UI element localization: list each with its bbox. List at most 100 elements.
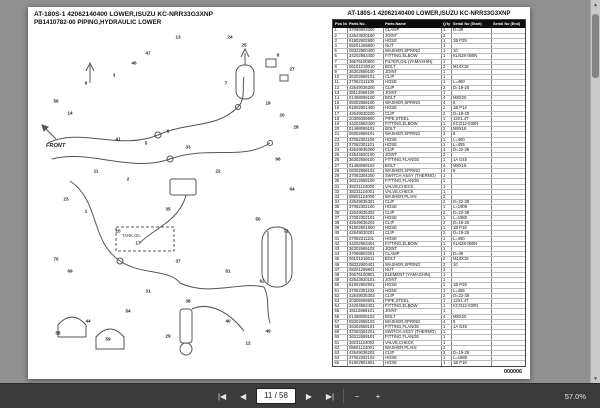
diagram-callout: 24 — [227, 34, 233, 40]
cell-name: VALVE,CHECK — [383, 340, 442, 346]
cell-name: WASHER,SPRING — [383, 100, 442, 107]
cell-part_no: 36312659101 — [347, 334, 384, 341]
cell-qty: 1 — [441, 334, 452, 341]
cell-qty: 2 — [441, 126, 452, 133]
cell-name: CLIP — [383, 111, 442, 117]
cell-serial_end — [491, 69, 525, 76]
cell-serial_end — [491, 79, 525, 86]
cell-part_no: 91902901801 — [347, 360, 384, 366]
cell-serial_end — [491, 111, 525, 117]
cell-remark — [451, 184, 492, 190]
cell-part_no: 91902902901 — [347, 282, 384, 289]
cell-part_no: 08302869100 — [347, 100, 384, 107]
cell-serial_end — [491, 74, 525, 81]
cell-serial_end — [491, 90, 525, 97]
cell-name: WASHER,SPRING — [383, 262, 442, 268]
cell-part_no: 37062311100 — [347, 79, 384, 86]
cell-qty: 1 — [441, 189, 452, 195]
cell-serial_end — [491, 308, 525, 315]
cell-remark: L=1980 — [451, 215, 492, 221]
diagram-panel: AT-180S-1 42062140400 LOWER,ISUZU KC-NRR… — [28, 7, 328, 379]
cell-pos: 36 — [333, 210, 348, 216]
cell-qty: 1 — [441, 308, 452, 315]
cell-remark: 1B P29 — [451, 38, 492, 45]
first-page-button[interactable]: |◀ — [214, 388, 230, 404]
cell-part_no: 34204963401 — [347, 303, 384, 310]
cell-qty: 1 — [441, 105, 452, 112]
cell-name: CLIP — [384, 366, 442, 367]
cell-serial_end — [491, 272, 525, 279]
cell-qty: 2 — [441, 152, 452, 159]
cell-pos: 48 — [333, 272, 348, 279]
page-indicator[interactable]: 11 / 58 — [256, 388, 296, 404]
cell-name: SWITCH ASSY (THERMO) — [383, 173, 442, 180]
diagram-callout: 19 — [265, 100, 271, 106]
cell-remark: 8 — [451, 168, 492, 175]
zoom-level[interactable]: 57.0% — [564, 391, 586, 401]
cell-serial_end — [491, 137, 525, 143]
cell-serial_end — [491, 345, 525, 352]
cell-pos: 50 — [333, 282, 348, 289]
cell-pos: 54 — [333, 303, 348, 310]
diagram-callout: 31 — [145, 288, 151, 294]
assembly-title: PB1410782-00 PIPING,HYDRAULIC LOWER — [34, 19, 162, 26]
scrollbar-thumb[interactable] — [592, 14, 599, 78]
cell-name: BOLT — [383, 95, 442, 102]
cell-remark — [451, 246, 492, 253]
cell-name: JOINT — [383, 246, 442, 253]
diagram-callout: 9 — [84, 80, 88, 86]
cell-pos: 51 — [333, 288, 348, 294]
cell-remark: 1B P14 — [451, 105, 492, 112]
cell-qty: 1 — [441, 303, 452, 310]
cell-qty: 1 — [441, 204, 452, 211]
vertical-scrollbar[interactable]: ▲ ▼ — [590, 0, 600, 384]
cell-pos: 18 — [333, 116, 348, 123]
last-page-button[interactable]: ▶| — [322, 388, 338, 404]
cell-qty: 4 — [441, 163, 452, 169]
zoom-in-icon[interactable]: + — [370, 388, 386, 404]
cell-pos: 38 — [333, 220, 348, 227]
next-page-button[interactable]: ▶ — [301, 388, 317, 404]
scroll-up-icon[interactable]: ▲ — [593, 2, 598, 8]
cell-part_no: 36302669101 — [347, 74, 384, 81]
diagram-callout: 5 — [144, 140, 148, 146]
left-page-titles: AT-180S-1 42062140400 LOWER,ISUZU KC-NRR… — [34, 11, 213, 27]
cell-part_no: 01468069103 — [347, 314, 384, 320]
diagram-callout: 27 — [289, 66, 295, 72]
diagram-callout: 66 — [275, 156, 281, 162]
diagram-callout: 37 — [175, 258, 181, 264]
scroll-down-icon[interactable]: ▼ — [593, 376, 598, 382]
zoom-out-icon[interactable]: − — [349, 388, 365, 404]
cell-serial_end — [491, 340, 525, 346]
previous-page-button[interactable]: ◀ — [235, 388, 251, 404]
diagram-callout: 47 — [145, 50, 151, 56]
cell-remark: D=22-38 — [451, 199, 492, 206]
cell-pos: 45 — [333, 256, 348, 263]
cell-name: FITTING,FLANGE — [383, 334, 442, 341]
cell-serial_end — [491, 194, 525, 201]
cell-qty: 2 — [441, 350, 452, 357]
cell-name: FITTING,ELBOW — [383, 241, 442, 247]
cell-qty: 2 — [441, 293, 452, 299]
cell-qty: 2 — [441, 111, 452, 117]
cell-name: HOSE — [383, 225, 442, 232]
cell-remark: D=22-38 — [452, 366, 492, 367]
diagram-callout: 23 — [63, 196, 69, 202]
diagram-callout: 51 — [225, 268, 231, 274]
cell-part_no: 01468069102 — [347, 163, 384, 169]
cell-qty: 2 — [441, 194, 452, 201]
cell-pos: 61 — [333, 340, 348, 346]
